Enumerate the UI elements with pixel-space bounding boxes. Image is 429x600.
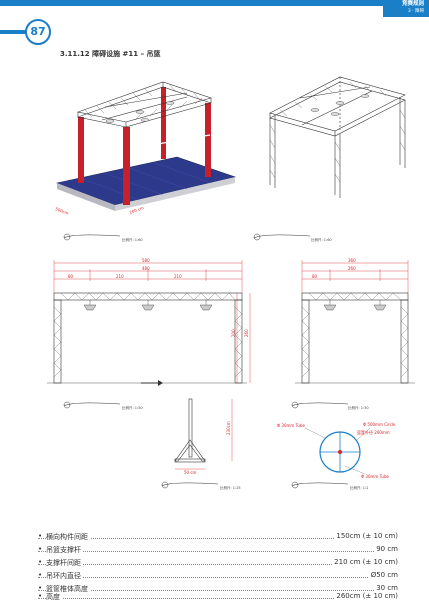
front-elevation: 580 480 80 210 210 200 260 — [47, 258, 251, 384]
caption-swoosh-iso — [63, 233, 121, 241]
page-number: 87 — [25, 19, 51, 45]
spec-row: • 横向构件间距 150cm (± 10 cm) — [38, 532, 398, 542]
bullet: • — [38, 592, 43, 600]
front-dim-height: 200 — [231, 329, 236, 337]
dot-leader — [38, 564, 398, 565]
bullet: • — [38, 532, 43, 540]
caption-swoosh-detail2 — [291, 481, 349, 489]
dot-leader — [38, 538, 398, 539]
caption-iso: 比例尺: 1:60 — [122, 238, 143, 242]
ring-label2: Φ 500mm Circle — [363, 422, 396, 427]
dim-depth: 200 cm — [129, 205, 145, 215]
caption-side: 比例尺: 1:50 — [348, 406, 369, 410]
dot-leader — [38, 598, 398, 599]
front-dim-total: 580 — [142, 258, 150, 263]
ring-label1: Φ 30mm Tube — [277, 423, 305, 428]
spec-row: • 篮筐椎体高度 30 cm — [38, 584, 398, 594]
spec-row: • 吊篮支撑杆 90 cm — [38, 545, 398, 555]
caption-swoosh-side — [291, 401, 349, 409]
side-dim-seg: 80 — [312, 274, 318, 279]
spec-value: 210 cm (± 10 cm) — [332, 558, 398, 566]
spec-label: 横向构件间距 — [46, 532, 90, 542]
spec-row: • 高度 260cm (± 10 cm) — [38, 592, 398, 600]
dot-leader — [38, 551, 398, 552]
spec-value: 150cm (± 10 cm) — [334, 532, 398, 540]
caption-swoosh-iso2 — [253, 233, 311, 241]
ring-detail: Φ 30mm Tube Φ 500mm Circle Φ 30mm Tube 篮… — [277, 422, 396, 479]
front-dim-seg1: 80 — [68, 274, 74, 279]
caption-iso2: 比例尺: 1:60 — [311, 238, 332, 242]
bullet: • — [38, 571, 43, 579]
front-dim-seg3: 210 — [174, 274, 182, 279]
caption-swoosh-front — [63, 401, 121, 409]
bullet: • — [38, 584, 43, 592]
ring-note: 篮筐外径 260mm — [357, 429, 390, 435]
chapter-tab: 竞赛规则 3 · 障碍 — [383, 0, 429, 17]
front-dim-seg2: 210 — [116, 274, 124, 279]
side-dim-total: 360 — [348, 258, 356, 263]
spec-row: • 吊环内直径 Ø50 cm — [38, 571, 398, 581]
side-elevation: 360 260 80 — [295, 258, 415, 384]
header-bar — [0, 0, 429, 6]
spec-value: 260cm (± 10 cm) — [334, 592, 398, 600]
arrow-icon — [141, 380, 163, 386]
pole-detail: 230cm 50 cm — [174, 398, 233, 475]
dot-leader — [38, 577, 398, 578]
pole-height: 230cm — [226, 421, 231, 435]
side-dim-inner: 260 — [348, 266, 356, 271]
caption-detail2: 比例尺: 1:2 — [350, 486, 369, 490]
pole-base: 50 cm — [184, 470, 197, 475]
spec-label: 吊篮支撑杆 — [46, 545, 83, 555]
page-number-bar — [0, 30, 28, 34]
bullet: • — [38, 545, 43, 553]
front-dim-height2: 260 — [244, 329, 249, 337]
spec-label: 支撑杆间距 — [46, 558, 83, 568]
chapter-title: 竞赛规则 — [401, 1, 424, 7]
dot-leader — [38, 590, 398, 591]
dim-width: 500cm — [55, 206, 70, 215]
spec-label: 高度 — [46, 592, 62, 600]
section-heading: 3.11.12 障碍设施 #11 – 吊篮 — [60, 50, 161, 58]
caption-front: 比例尺: 1:50 — [122, 406, 143, 410]
spec-label: 篮筐椎体高度 — [46, 584, 90, 594]
spec-value: Ø50 cm — [368, 571, 398, 579]
spec-value: 30 cm — [374, 584, 398, 592]
ring-label3: Φ 30mm Tube — [361, 474, 389, 479]
caption-swoosh-detail1 — [161, 481, 219, 489]
chapter-subtitle: 3 · 障碍 — [407, 9, 424, 14]
spec-row: • 支撑杆间距 210 cm (± 10 cm) — [38, 558, 398, 568]
isometric-view-truss — [269, 76, 406, 198]
spec-value: 90 cm — [374, 545, 398, 553]
caption-detail1: 比例尺: 1:25 — [220, 486, 241, 490]
isometric-view-colored: 500cm 200 cm — [55, 81, 237, 216]
front-dim-inner: 480 — [142, 266, 150, 271]
spec-label: 吊环内直径 — [46, 571, 83, 581]
bullet: • — [38, 558, 43, 566]
